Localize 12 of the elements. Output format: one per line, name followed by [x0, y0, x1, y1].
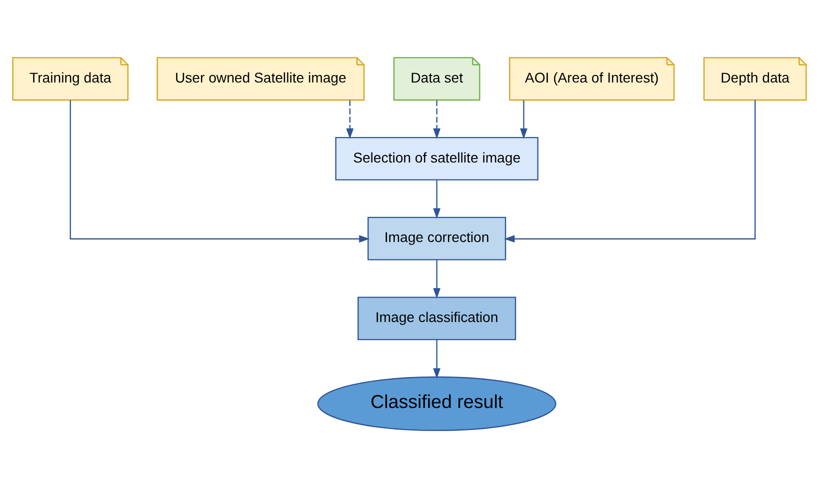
arrow	[346, 100, 354, 139]
node-box: Image classification	[358, 296, 516, 340]
arrow	[433, 180, 441, 218]
arrow	[433, 100, 441, 139]
node-box: Image correction	[368, 216, 506, 260]
arrow	[504, 100, 756, 242]
arrow	[433, 259, 441, 298]
arrow	[70, 100, 370, 242]
node-ellipse: Classified result	[317, 376, 556, 431]
arrow	[433, 339, 441, 378]
node-box: Selection of satellite image	[335, 136, 538, 180]
arrow	[520, 100, 528, 139]
